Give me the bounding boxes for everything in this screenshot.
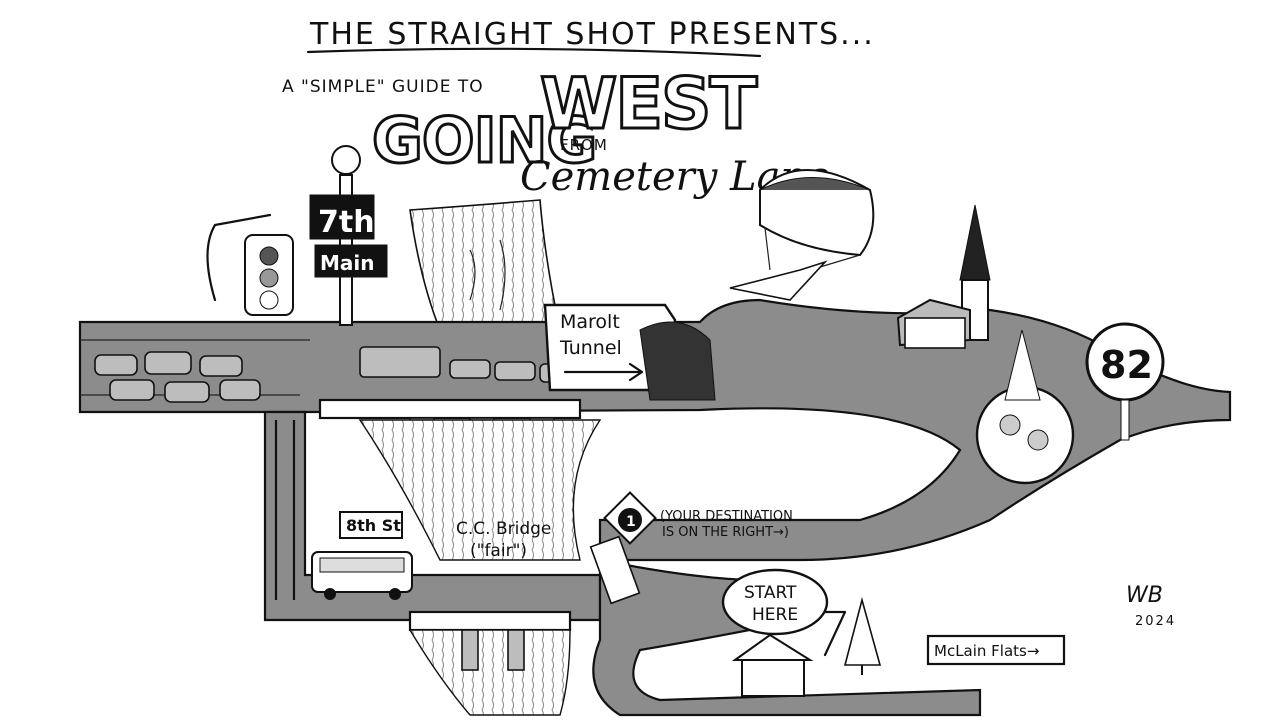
street-sign-top-label: 7th bbox=[318, 205, 375, 240]
route-number: 82 bbox=[1100, 343, 1153, 387]
tunnel-sign-line1: Marolt bbox=[560, 311, 620, 333]
route-82-shield: 82 bbox=[1085, 322, 1165, 441]
signature-year: 2024 bbox=[1135, 614, 1176, 629]
lower-bridge bbox=[408, 610, 572, 716]
roundabout-sign: 1 bbox=[589, 491, 657, 605]
street-sign-bottom-label: Main bbox=[320, 251, 375, 275]
gorge-top bbox=[409, 199, 561, 331]
bridge-label: C.C. Bridge ("fair") bbox=[456, 519, 551, 561]
eighth-st-label: 8th St bbox=[346, 516, 401, 535]
start-line2: HERE bbox=[752, 605, 798, 625]
pine-tree-icon bbox=[843, 596, 882, 675]
bridge-label-line1: C.C. Bridge bbox=[456, 519, 551, 539]
start-arrow-icon bbox=[823, 610, 847, 657]
destination-line2: IS ON THE RIGHT→) bbox=[662, 525, 789, 540]
roundabout-sign-label: 1 bbox=[626, 514, 636, 530]
eighth-st-sign: 8th St bbox=[339, 511, 403, 539]
destination-note: (YOUR DESTINATION IS ON THE RIGHT→) bbox=[660, 509, 793, 540]
paraglider-icon bbox=[729, 169, 875, 301]
start-here-bubble: START HERE bbox=[721, 568, 847, 657]
from-label: FROM bbox=[560, 136, 608, 154]
start-line1: START bbox=[744, 583, 797, 603]
church-icon bbox=[896, 204, 991, 349]
presents-heading: THE STRAIGHT SHOT PRESENTS... bbox=[309, 17, 875, 52]
mclain-sign: McLain Flats→ bbox=[926, 634, 1066, 666]
signature-initials: WB bbox=[1126, 583, 1163, 608]
west-wordmark: WEST bbox=[540, 63, 757, 145]
street-sign-main: Main bbox=[314, 244, 388, 278]
title-underline bbox=[306, 47, 762, 58]
traffic-light bbox=[206, 213, 294, 316]
mclain-sign-label: McLain Flats→ bbox=[934, 642, 1039, 660]
going-wordmark: GOING bbox=[372, 104, 596, 177]
artist-signature: WB 2024 bbox=[1126, 583, 1176, 629]
roundabout bbox=[975, 329, 1075, 485]
bridge-label-line2: ("fair") bbox=[470, 541, 527, 561]
tunnel-sign: Marolt Tunnel bbox=[543, 303, 716, 401]
tunnel-sign-line2: Tunnel bbox=[559, 337, 622, 359]
bus-icon bbox=[311, 551, 413, 600]
guide-subheading: A "SIMPLE" GUIDE TO bbox=[282, 77, 484, 97]
gorge-center bbox=[358, 419, 602, 561]
destination-line1: (YOUR DESTINATION bbox=[660, 509, 793, 524]
traffic-cars-left bbox=[94, 351, 261, 403]
street-sign-7th: 7th bbox=[309, 194, 375, 240]
tunnel-arrow-icon bbox=[563, 362, 644, 382]
house-icon bbox=[731, 633, 814, 697]
bottom-road bbox=[592, 558, 982, 717]
